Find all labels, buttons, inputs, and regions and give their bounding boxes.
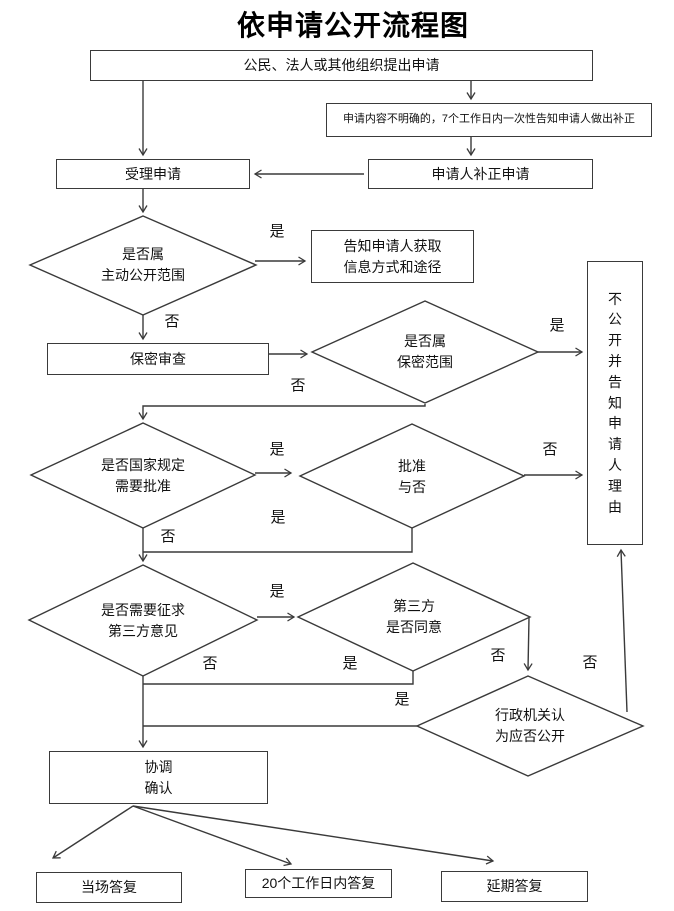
decision-approved-or-not: [298, 423, 526, 529]
edge-label-approved-yes: 是: [270, 509, 286, 526]
decision-secret-scope: [310, 300, 540, 404]
edge-coordinate-onsite: [51, 805, 134, 859]
edge-agree-admindecide: [523, 617, 533, 672]
edge-label-thirdparty-yes: 是: [269, 583, 285, 600]
node-inform-obtain: 告知申请人获取 信息方式和途径: [311, 230, 474, 283]
edge-label-agree-yes: 是: [342, 655, 358, 672]
edge-label-approved-no: 否: [542, 441, 558, 458]
node-reply-20days: 20个工作日内答复: [245, 869, 392, 898]
edge-approved-thirdparty: [143, 528, 413, 553]
edge-agree-coordinate: [143, 671, 414, 685]
edges-group: [51, 81, 628, 867]
node-coordinate-confirm: 协调 确认: [49, 751, 268, 804]
edge-secretscope-stateapproval: [138, 404, 426, 421]
decision-state-approval: [29, 422, 257, 529]
page-title: 依申请公开流程图: [236, 9, 469, 42]
node-secrecy-review: 保密审查: [47, 343, 269, 375]
node-not-disclose: 不 公 开 并 告 知 申 请 人 理 由: [587, 261, 643, 545]
edge-coordinate-delay: [132, 805, 495, 865]
edge-label-activescope-yes: 是: [269, 223, 285, 240]
decision-need-third-party: [27, 564, 259, 677]
node-reply-delay: 延期答复: [441, 871, 588, 902]
edge-label-thirdparty-no: 否: [202, 655, 218, 672]
edge-admindecide-notdisclose: [616, 548, 628, 713]
node-accept: 受理申请: [56, 159, 250, 189]
node-supplement-notice: 申请内容不明确的，7个工作日内一次性告知申请人做出补正: [326, 103, 652, 137]
edge-label-agree-no: 否: [490, 647, 506, 664]
decision-active-scope: [28, 215, 258, 316]
edge-label-secretscope-no: 否: [290, 377, 306, 394]
edge-label-admindecide-no: 否: [582, 654, 598, 671]
decision-admin-decide: [415, 675, 645, 777]
edge-label-activescope-no: 否: [164, 313, 180, 330]
node-apply: 公民、法人或其他组织提出申请: [90, 50, 593, 81]
node-reply-onsite: 当场答复: [36, 872, 182, 903]
edge-label-admindecide-yes: 是: [394, 691, 410, 708]
edge-label-stateapproval-no: 否: [160, 528, 176, 545]
edge-label-secretscope-yes: 是: [549, 317, 565, 334]
decision-third-party-agree: [296, 562, 532, 672]
decision-shapes: [27, 215, 645, 777]
edge-coordinate-20days: [132, 805, 293, 867]
node-correct: 申请人补正申请: [368, 159, 593, 189]
edge-label-stateapproval-yes: 是: [269, 441, 285, 458]
